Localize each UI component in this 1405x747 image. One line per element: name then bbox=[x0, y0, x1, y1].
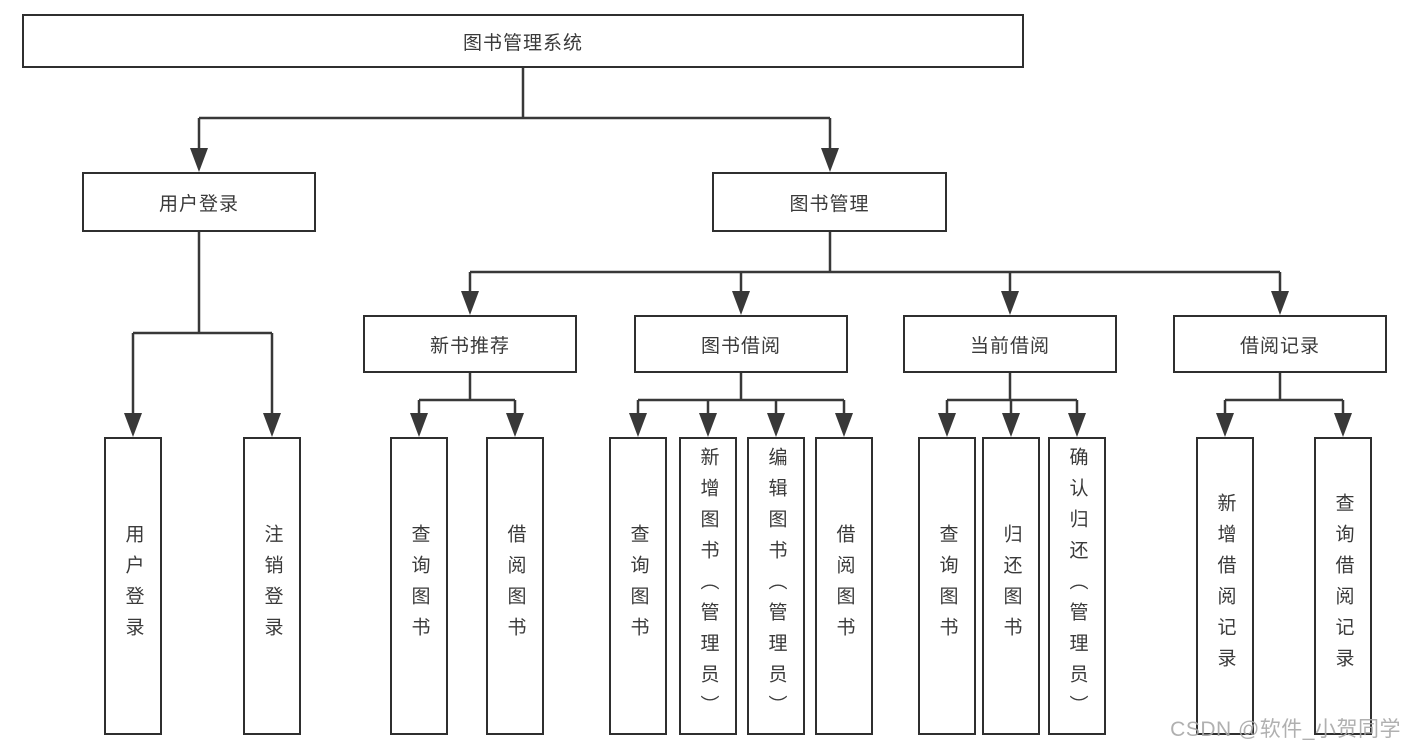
leaf-query-books-borrow: 查询图书 bbox=[609, 437, 667, 735]
arrow-down-icon bbox=[1271, 291, 1289, 315]
node-new-book-recommend: 新书推荐 bbox=[363, 315, 577, 373]
leaf-label: 查询图书 bbox=[936, 524, 958, 648]
arrow-down-icon bbox=[124, 413, 142, 437]
node-book-borrow: 图书借阅 bbox=[634, 315, 848, 373]
leaf-borrow-books: 借阅图书 bbox=[815, 437, 873, 735]
leaf-edit-books-admin: 编辑图书（管理员） bbox=[747, 437, 805, 735]
arrow-down-icon bbox=[732, 291, 750, 315]
arrow-down-icon bbox=[629, 413, 647, 437]
leaf-label: 查询图书 bbox=[627, 524, 649, 648]
arrow-down-icon bbox=[699, 413, 717, 437]
csdn-watermark: CSDN @软件_小贺同学 bbox=[1170, 718, 1401, 741]
arrow-down-icon bbox=[190, 148, 208, 172]
arrow-down-icon bbox=[1216, 413, 1234, 437]
node-user-login-group: 用户登录 bbox=[82, 172, 316, 232]
leaf-query-books-recommend: 查询图书 bbox=[390, 437, 448, 735]
leaf-label: 用户登录 bbox=[122, 524, 144, 648]
arrow-down-icon bbox=[835, 413, 853, 437]
leaf-label: 编辑图书（管理员） bbox=[765, 446, 787, 726]
arrow-down-icon bbox=[938, 413, 956, 437]
node-borrow-records: 借阅记录 bbox=[1173, 315, 1387, 373]
connector-borrow-to-leaves bbox=[629, 373, 853, 437]
node-current-borrow: 当前借阅 bbox=[903, 315, 1117, 373]
connector-current-to-leaves bbox=[938, 373, 1086, 437]
arrow-down-icon bbox=[263, 413, 281, 437]
leaf-label: 查询图书 bbox=[408, 524, 430, 648]
leaf-add-books-admin: 新增图书（管理员） bbox=[679, 437, 737, 735]
arrow-down-icon bbox=[1068, 413, 1086, 437]
connector-mgmt-to-level3 bbox=[461, 232, 1289, 315]
leaf-query-books-current: 查询图书 bbox=[918, 437, 976, 735]
connector-records-to-leaves bbox=[1216, 373, 1352, 437]
leaf-return-books: 归还图书 bbox=[982, 437, 1040, 735]
connector-root-to-level2 bbox=[190, 68, 839, 172]
leaf-label: 新增借阅记录 bbox=[1214, 493, 1236, 679]
leaf-user-login: 用户登录 bbox=[104, 437, 162, 735]
arrow-down-icon bbox=[1334, 413, 1352, 437]
leaf-logout: 注销登录 bbox=[243, 437, 301, 735]
leaf-label: 借阅图书 bbox=[504, 524, 526, 648]
leaf-label: 归还图书 bbox=[1000, 524, 1022, 648]
node-book-mgmt-group: 图书管理 bbox=[712, 172, 947, 232]
arrow-down-icon bbox=[1001, 291, 1019, 315]
leaf-confirm-return-admin: 确认归还（管理员） bbox=[1048, 437, 1106, 735]
leaf-label: 借阅图书 bbox=[833, 524, 855, 648]
leaf-label: 注销登录 bbox=[261, 524, 283, 648]
arrow-down-icon bbox=[506, 413, 524, 437]
leaf-query-borrow-record: 查询借阅记录 bbox=[1314, 437, 1372, 735]
arrow-down-icon bbox=[461, 291, 479, 315]
arrow-down-icon bbox=[1002, 413, 1020, 437]
node-root-system: 图书管理系统 bbox=[22, 14, 1024, 68]
leaf-add-borrow-record: 新增借阅记录 bbox=[1196, 437, 1254, 735]
leaf-label: 确认归还（管理员） bbox=[1066, 446, 1088, 726]
leaf-label: 查询借阅记录 bbox=[1332, 493, 1354, 679]
arrow-down-icon bbox=[767, 413, 785, 437]
connector-newbooks-to-leaves bbox=[410, 373, 524, 437]
leaf-borrow-books-recommend: 借阅图书 bbox=[486, 437, 544, 735]
arrow-down-icon bbox=[821, 148, 839, 172]
leaf-label: 新增图书（管理员） bbox=[697, 446, 719, 726]
arrow-down-icon bbox=[410, 413, 428, 437]
connector-login-to-leaves bbox=[124, 232, 281, 437]
